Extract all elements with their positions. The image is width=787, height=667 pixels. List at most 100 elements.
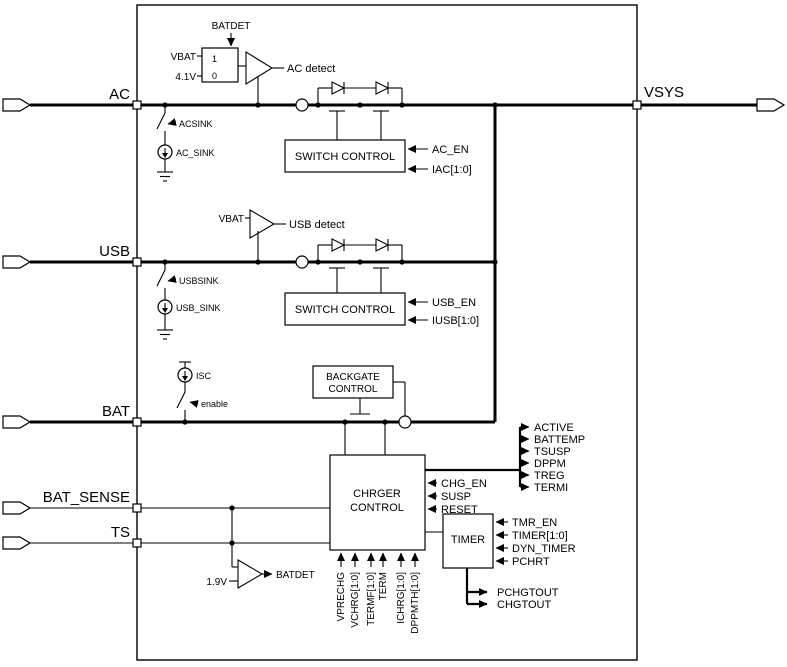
chg-en-label: CHG_EN [441,478,487,490]
junction-dot [255,102,261,108]
iusb-label: IUSB[1:0] [432,315,479,327]
junction-dot [399,259,405,265]
timer10-label: TIMER[1:0] [512,530,568,542]
status-label-battemp: BATTEMP [534,434,585,446]
backgate-title-1: BACKGATE [326,372,380,383]
vref-41-label: 4.1V [175,72,196,83]
sense-bubble [398,415,412,429]
pin-label-bat-sense: BAT_SENSE [43,489,130,506]
timer-block: TIMER TMR_EN TIMER[1:0] DYN_TIMER PCHRT … [425,513,576,611]
pin-usb: USB [2,243,142,269]
switch-control-box [284,139,406,173]
body-diode-icon [331,81,346,95]
pin-square-bat-sense [132,503,142,513]
charger-control: CHRGER CONTROL [329,454,426,551]
connector-usb [2,255,32,269]
switch-blade-icon [156,269,166,287]
usb-detect-label: USB detect [289,219,345,231]
body-diode-icon [375,81,390,95]
pin-square-vsys [632,100,642,110]
status-label-termi: TERMI [534,482,568,494]
connector-bat [2,415,32,429]
mux-input-1: 1 [212,54,217,64]
charger-control-box [329,454,426,551]
iac-label: IAC[1:0] [432,164,472,176]
backgate-title-2: CONTROL [329,384,378,395]
switch-blade-icon [156,112,166,130]
ic-boundary [136,4,638,661]
bottom-label-ichrg: ICHRG[1:0] [396,572,407,624]
batdet-label: BATDET [212,21,251,32]
usb-en-label: USB_EN [432,297,476,309]
pin-vsys: VSYS [632,84,786,112]
vbat-label: VBAT [219,214,244,225]
pin-label-usb: USB [99,243,130,260]
charge-fet-sense [342,419,388,455]
dyn-timer-label: DYN_TIMER [512,543,576,555]
sense-bubble [295,255,309,269]
body-diode-icon [331,238,346,252]
junction-dot [357,102,363,108]
callout-arrow [167,118,177,126]
backgate-control: BACKGATE CONTROL [312,365,406,416]
connector-ts [2,536,32,550]
mux-box [201,47,239,83]
charger-right-inputs: CHG_EN SUSP RESET [427,478,487,516]
enable-label: enable [201,399,228,409]
vref-19-label: 1.9V [206,577,227,588]
junction-dot [492,259,498,265]
charger-title-2: CONTROL [350,502,404,514]
pchrt-label: PCHRT [512,556,550,568]
reset-label: RESET [441,504,478,516]
status-label-treg: TREG [534,470,565,482]
charger-bottom-inputs: VPRECHG VCHRG[1:0] TERMF[1:0] TERM ICHRG… [336,552,421,634]
switch-control-box [284,292,406,326]
ac-detect-block: BATDET 1 0 VBAT 4.1V AC detect [171,21,335,108]
usb-switch-control: SWITCH CONTROL USB_EN IUSB[1:0] [284,292,479,327]
callout-arrow [167,275,177,283]
switch-control-title: SWITCH CONTROL [295,304,395,316]
pin-ac: AC [2,86,142,112]
bottom-label-vprechg: VPRECHG [336,572,347,622]
usb-detect-block: VBAT USB detect [219,209,345,265]
tmr-en-label: TMR_EN [512,517,557,529]
switch-control-title: SWITCH CONTROL [295,151,395,163]
junction-dot [315,102,321,108]
callout-arrow [189,400,199,408]
status-label-active: ACTIVE [534,422,574,434]
ac-detect-label: AC detect [287,63,335,75]
ac-switch-control: SWITCH CONTROL AC_EN IAC[1:0] [284,139,472,176]
switch-blade-icon [176,391,186,409]
vbat-label: VBAT [171,52,196,63]
pin-square-ts [132,538,142,548]
isc-chain: ISC enable [176,361,228,425]
pin-square-usb [132,257,142,267]
connector-ac [2,98,32,112]
current-arrowhead [162,308,168,313]
pin-label-ts: TS [111,524,130,541]
isc-label: ISC [196,371,212,381]
connector-bat-sense [2,501,32,515]
susp-label: SUSP [441,491,471,503]
status-outputs: ACTIVE BATTEMP TSUSP DPPM TREG TERMI [425,422,585,494]
status-label-dppm: DPPM [534,458,566,470]
junction-dot [492,102,498,108]
ac-sink-chain: ACSINK AC_SINK [156,102,215,182]
mux-input-0: 0 [212,71,217,81]
pin-bat: BAT [2,403,142,429]
usb-sink-label: USB_SINK [176,303,221,313]
junction-dot [399,102,405,108]
pin-square-bat [132,417,142,427]
bottom-label-dppmth: DPPMTH[1:0] [410,572,421,634]
junction-dot [255,259,261,265]
ac-en-label: AC_EN [432,144,469,156]
pchgtout-label: PCHGTOUT [497,587,559,599]
current-arrowhead [182,376,188,381]
ac-switch-fets [315,81,405,140]
pin-label-ac: AC [109,86,130,103]
junction-dot [357,259,363,265]
junction-dot [182,419,188,425]
charger-title-1: CHRGER [353,488,401,500]
status-label-tsusp: TSUSP [534,446,571,458]
